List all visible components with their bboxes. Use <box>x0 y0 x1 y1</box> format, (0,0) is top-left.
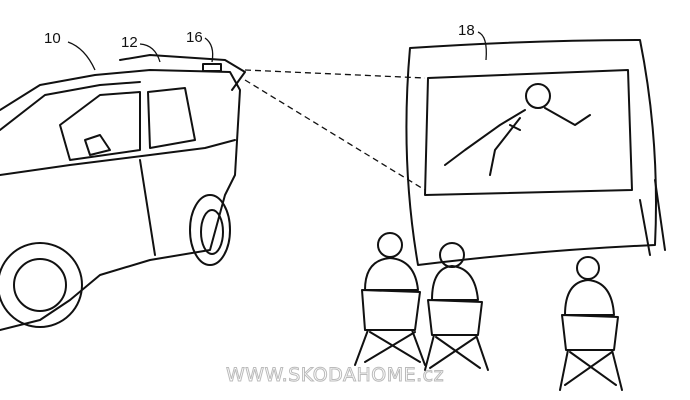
leader-18 <box>477 31 487 61</box>
leader-16 <box>204 37 214 63</box>
projection-beam <box>244 69 426 191</box>
leader-12 <box>139 43 161 63</box>
reference-label-16: 16 <box>186 29 203 46</box>
reference-label-10: 10 <box>44 30 61 47</box>
vehicle-drawing <box>0 54 246 331</box>
leader-10 <box>67 41 96 71</box>
reference-label-12: 12 <box>121 34 138 51</box>
reference-label-18: 18 <box>458 22 475 39</box>
screen-drawing <box>405 39 666 266</box>
watermark: WWW.SKODAHOME.cz <box>225 364 445 387</box>
spectators-drawing <box>354 232 623 391</box>
